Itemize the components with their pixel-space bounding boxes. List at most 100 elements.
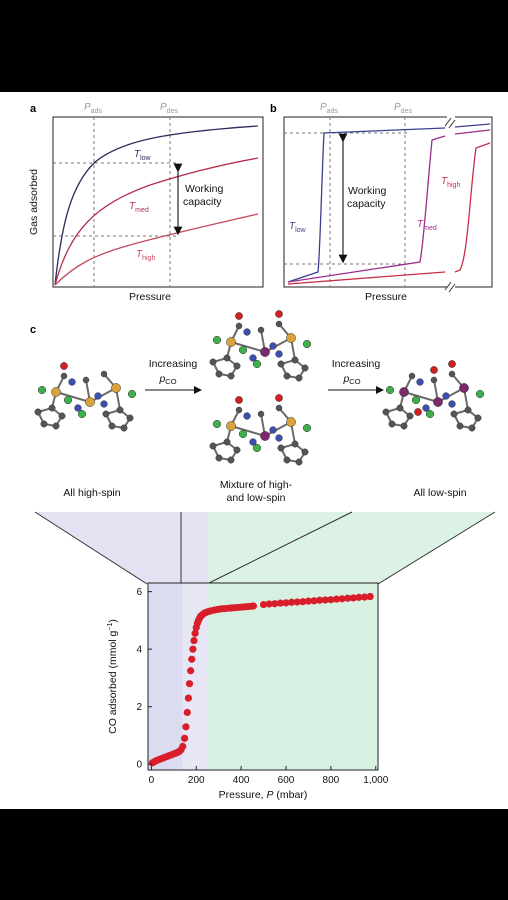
data-point <box>293 598 301 606</box>
data-point <box>179 742 187 751</box>
atom <box>102 410 110 418</box>
data-point <box>360 593 369 601</box>
atom <box>238 429 248 439</box>
atom <box>235 406 243 414</box>
bond <box>230 341 266 353</box>
panel-a-thigh-curve <box>54 213 259 286</box>
chart-points <box>148 592 374 767</box>
atoms <box>382 360 485 432</box>
arrow1-label-line2: pCO <box>158 373 176 386</box>
atom <box>385 385 395 395</box>
data-point <box>338 595 346 603</box>
panel-a-tmed-label: Tmed <box>129 201 149 214</box>
atom <box>120 424 128 432</box>
atom <box>48 404 56 412</box>
panel-a-pdes-label: Pdes <box>160 102 178 115</box>
panel-b-tmed-curve <box>287 129 491 283</box>
chart-xlabel: Pressure, P (mbar) <box>219 789 308 801</box>
atom <box>422 404 430 412</box>
panel-b-tlow-curve <box>287 123 491 283</box>
atom <box>433 397 443 407</box>
panel-a-tmed-curve <box>54 157 259 286</box>
atom <box>226 421 236 431</box>
panel-a-frame <box>52 116 264 288</box>
panel-a-tlow-curve <box>54 125 259 286</box>
panel-a-capacity-line2: capacity <box>183 196 222 208</box>
panel-b-capacity-line2: capacity <box>347 198 386 210</box>
x-tick-label: 1,000 <box>363 775 388 786</box>
atom <box>291 440 299 448</box>
atom <box>442 392 450 400</box>
panel-a-tlow-label: Tlow <box>134 149 152 162</box>
panel-b-tmed-label: Tmed <box>417 219 437 232</box>
x-tick-label: 200 <box>188 775 205 786</box>
atom <box>464 406 472 414</box>
atom <box>430 366 438 374</box>
data-point <box>185 680 194 688</box>
atom <box>468 424 476 432</box>
panel-b-pdes-label: Pdes <box>394 102 412 115</box>
atom <box>111 383 121 393</box>
panel-a-pads-label: Pads <box>84 102 102 115</box>
atom <box>275 434 283 442</box>
bond <box>230 425 266 437</box>
region-high-spin <box>148 583 183 770</box>
data-point <box>259 600 268 609</box>
data-point <box>299 598 307 606</box>
atom <box>68 378 76 386</box>
data-point <box>332 595 341 603</box>
bond <box>89 387 117 403</box>
atom <box>52 422 60 430</box>
data-point <box>310 597 318 605</box>
atom <box>212 335 222 345</box>
atom <box>275 404 283 412</box>
data-point <box>327 596 335 604</box>
atom <box>399 387 409 397</box>
panel-b-frame <box>283 116 493 288</box>
atom <box>63 395 73 405</box>
atom <box>257 326 265 334</box>
atom <box>277 360 285 368</box>
atom <box>223 438 231 446</box>
atom <box>233 362 241 370</box>
atom <box>252 359 262 369</box>
data-point <box>321 596 329 604</box>
atom <box>108 422 116 430</box>
panel-a-ylabel: Gas adsorbed <box>28 169 40 235</box>
arrow2-label-line1: Increasing <box>332 358 381 370</box>
atom <box>209 442 217 450</box>
zoom-wedge <box>34 511 496 585</box>
molecule-mixture-bottom <box>209 394 312 466</box>
arrow2-label-line2: pCO <box>342 373 360 386</box>
atom <box>459 383 469 393</box>
x-tick-label: 600 <box>278 775 295 786</box>
molecule-high-spin <box>34 362 137 432</box>
atom <box>34 408 42 416</box>
data-point <box>276 599 284 607</box>
bond <box>264 421 292 437</box>
wedge-divider-right <box>206 511 353 585</box>
atoms <box>34 362 137 432</box>
atom <box>37 385 47 395</box>
atom <box>58 412 66 420</box>
panel-c-letter: c <box>30 324 36 336</box>
data-point <box>282 599 290 607</box>
chart-ylabel: CO adsorbed (mmol g−1) <box>107 619 119 734</box>
bond <box>437 387 465 403</box>
atom <box>286 417 296 427</box>
molecule-mixture-top <box>209 310 312 382</box>
atom <box>448 360 456 368</box>
atom <box>450 410 458 418</box>
atom <box>235 322 243 330</box>
atom <box>414 408 422 416</box>
atom <box>100 370 108 378</box>
atom <box>116 406 124 414</box>
region-low-spin <box>207 583 378 770</box>
atom <box>60 372 68 380</box>
data-point <box>349 594 357 602</box>
panel-a-xlabel: Pressure <box>129 291 171 303</box>
atom <box>227 456 235 464</box>
data-point <box>355 593 363 601</box>
atom <box>416 378 424 386</box>
bond <box>55 391 91 403</box>
